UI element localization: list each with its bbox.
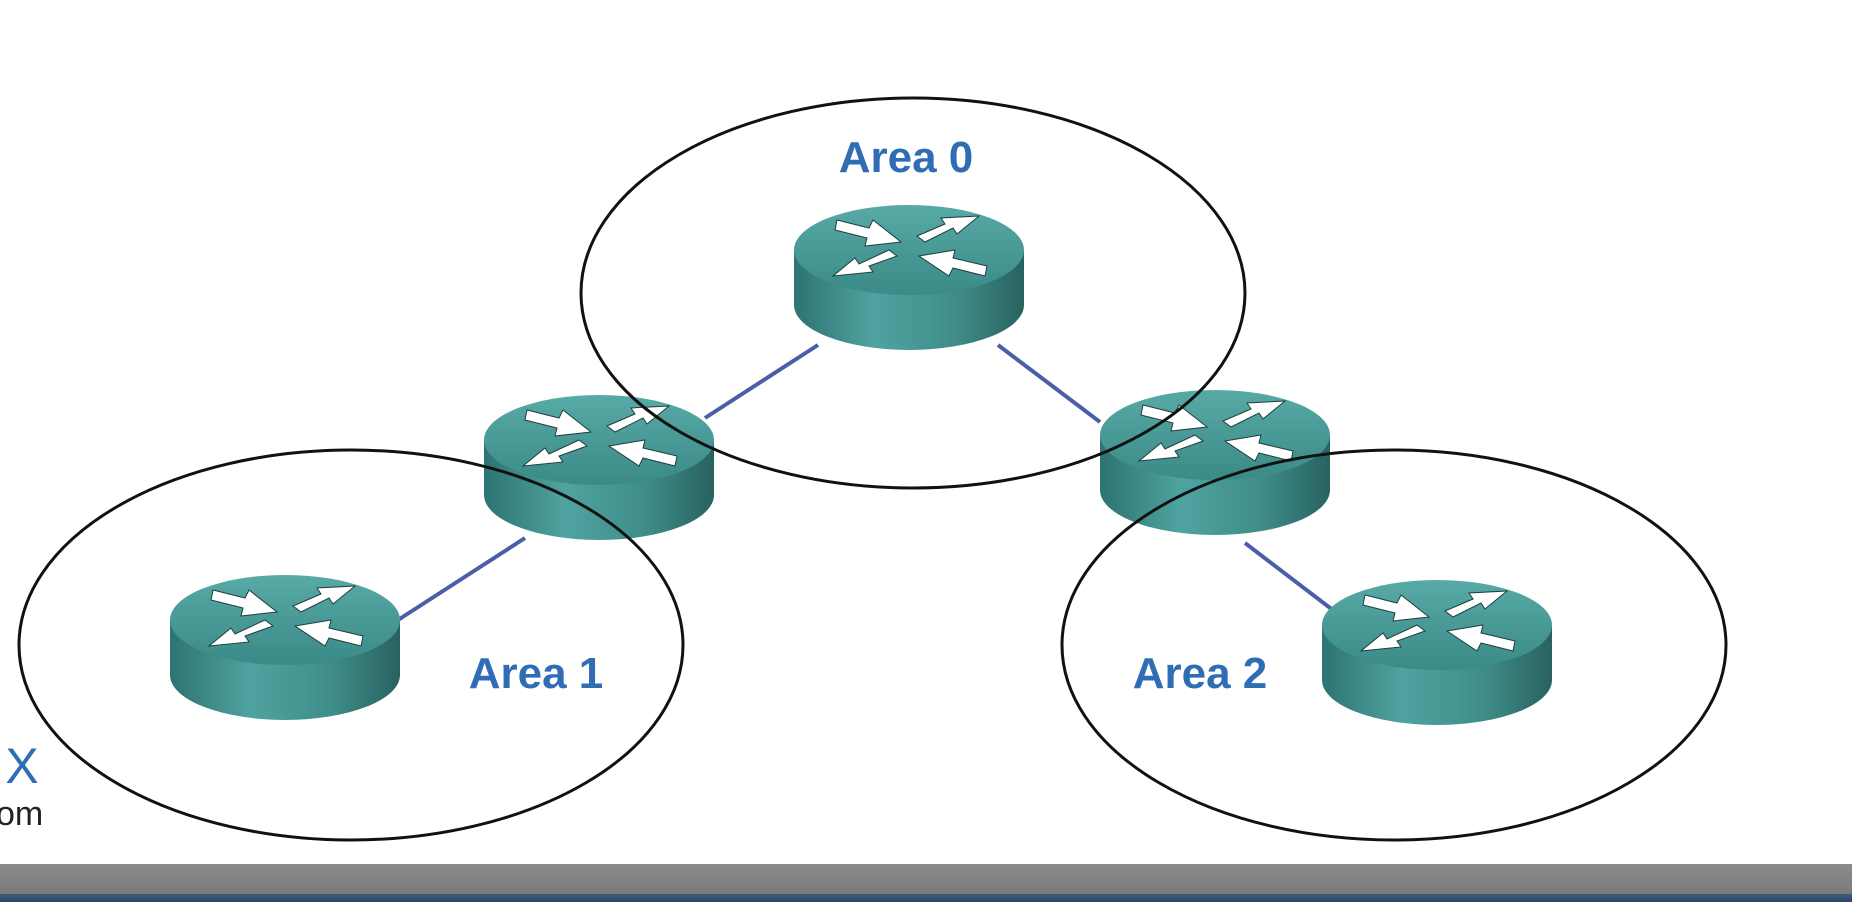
link-abr1-to-area1-router [396, 536, 527, 622]
area1-label: Area 1 [469, 649, 604, 698]
link-area0-to-abr1 [703, 343, 820, 420]
link-abr2-to-area2-router [1243, 541, 1340, 616]
bottom-edge-strip [0, 894, 1852, 902]
area0-router-icon [793, 204, 1025, 351]
area2-label: Area 2 [1133, 649, 1268, 698]
abr-area0-area1-router-icon [483, 394, 715, 541]
link-area0-to-abr2 [996, 343, 1102, 424]
area2-boundary [1060, 448, 1728, 842]
watermark-glyph: X [5, 738, 38, 794]
network-links [396, 343, 1340, 622]
watermark-text: om [0, 795, 43, 833]
area1-boundary [17, 448, 685, 842]
abr-area0-area2-router-icon [1099, 389, 1331, 536]
area2-internal-router-icon [1321, 579, 1553, 726]
area1-internal-router-icon [169, 574, 401, 721]
area0-boundary [579, 96, 1247, 490]
bottom-toolbar [0, 864, 1852, 894]
area0-label: Area 0 [839, 133, 974, 182]
